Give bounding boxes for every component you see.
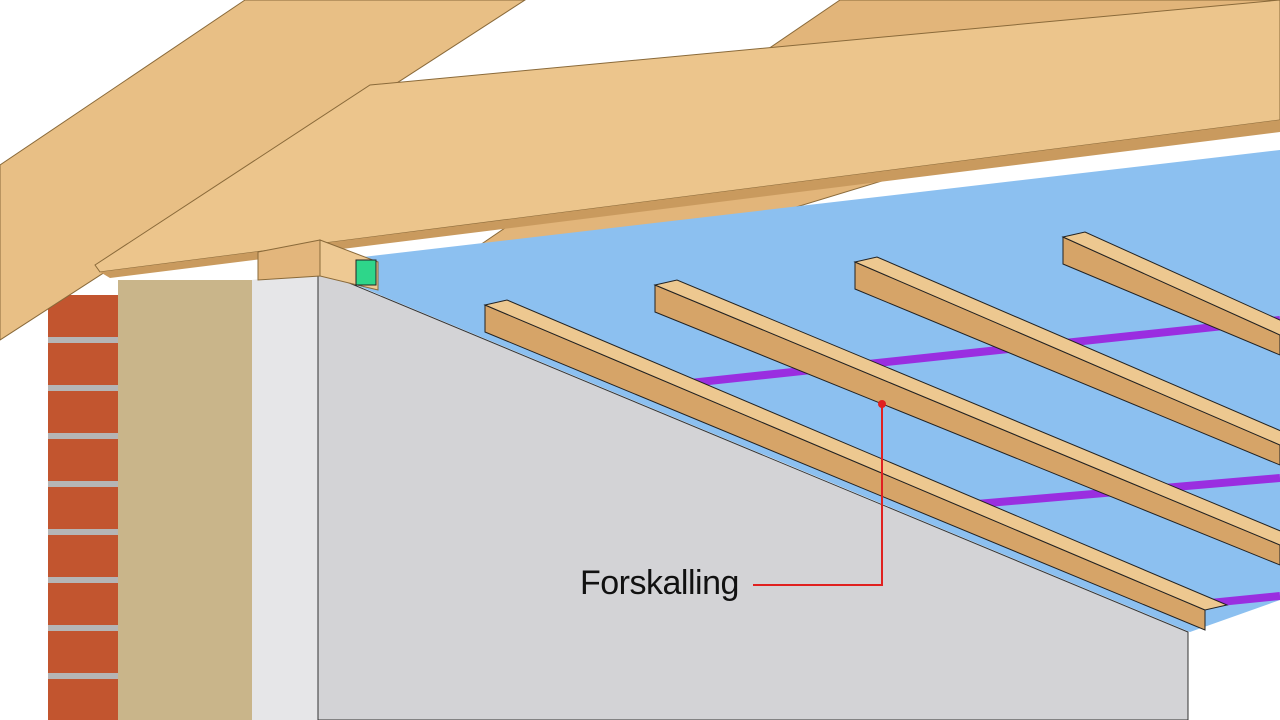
ceiling-vapour-barrier bbox=[320, 150, 1280, 632]
batten-top bbox=[1061, 231, 1280, 336]
batten-label: Forskalling bbox=[580, 564, 739, 602]
batten-top bbox=[853, 256, 1280, 446]
interior-wall bbox=[317, 269, 1189, 720]
mineral-wool-insulation bbox=[118, 280, 256, 720]
collar-beam bbox=[94, 0, 1280, 273]
batten-top bbox=[483, 299, 1229, 611]
batten-top bbox=[653, 279, 1280, 546]
battens bbox=[483, 231, 1280, 631]
collar-beam-underside bbox=[100, 120, 1280, 278]
wall-side bbox=[252, 270, 318, 720]
leader-line bbox=[753, 405, 883, 586]
leader-dot bbox=[878, 400, 886, 408]
brick-wall bbox=[48, 295, 123, 720]
green-marker bbox=[355, 259, 377, 286]
